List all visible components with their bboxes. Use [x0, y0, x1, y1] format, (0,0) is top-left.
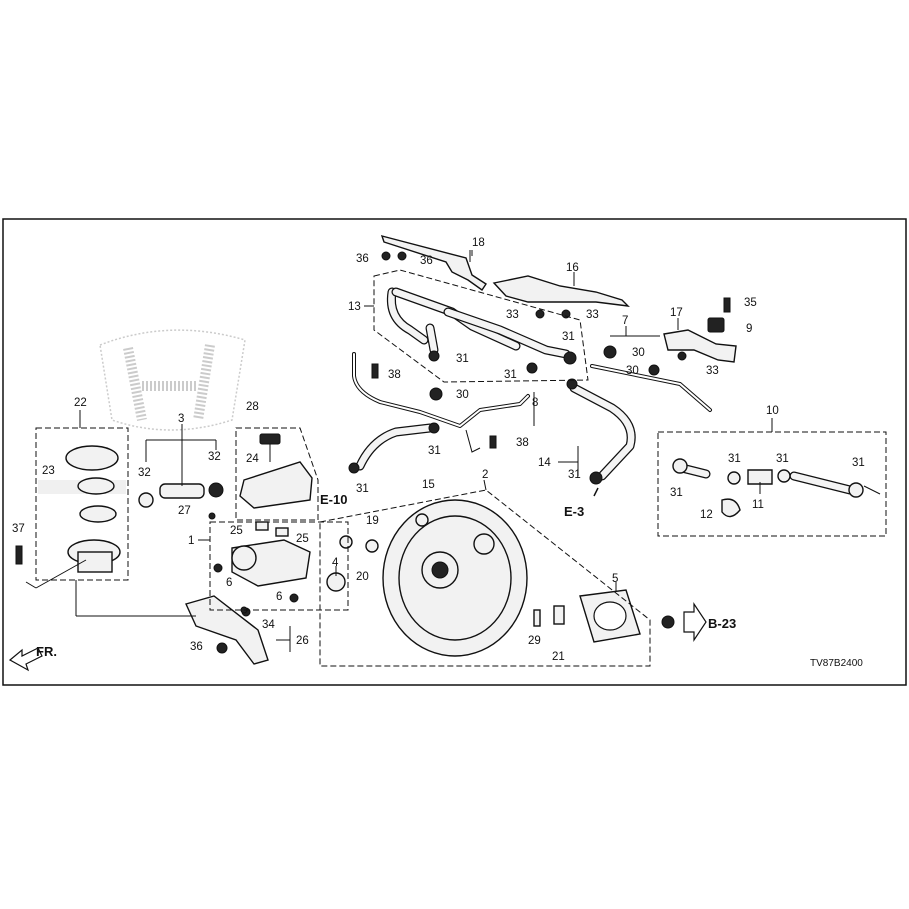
- callout-31[interactable]: 31: [356, 483, 369, 495]
- hose-assembly-10[interactable]: [672, 458, 864, 518]
- callout-33[interactable]: 33: [706, 365, 719, 377]
- callout-22[interactable]: 22: [74, 397, 87, 409]
- hose-13[interactable]: [386, 287, 571, 359]
- callout-4[interactable]: 4: [332, 557, 339, 569]
- callout-31[interactable]: 31: [852, 457, 865, 469]
- callout-1[interactable]: 1: [188, 535, 194, 547]
- callout-31[interactable]: 31: [504, 369, 517, 381]
- callout-28[interactable]: 28: [246, 401, 259, 413]
- callout-36[interactable]: 36: [356, 253, 369, 265]
- hose-3[interactable]: [138, 482, 224, 508]
- callout-3[interactable]: 3: [178, 413, 184, 425]
- callout-29[interactable]: 29: [528, 635, 541, 647]
- callout-30[interactable]: 30: [456, 389, 469, 401]
- callout-33[interactable]: 33: [506, 309, 519, 321]
- callout-31[interactable]: 31: [776, 453, 789, 465]
- bracket-16[interactable]: [492, 275, 630, 307]
- callout-32[interactable]: 32: [208, 451, 221, 463]
- arrow-right-icon: [683, 602, 707, 642]
- brake-booster-2[interactable]: [382, 499, 528, 657]
- bracket-18[interactable]: [380, 234, 487, 291]
- callout-30[interactable]: 30: [626, 365, 639, 377]
- master-cylinder-1[interactable]: [213, 521, 353, 603]
- group-box-28: [235, 427, 319, 521]
- callout-labels: 18 16 36 36 13 33 33 31 31 31 38 30 8 38…: [12, 237, 865, 663]
- cap-assembly-22[interactable]: [65, 445, 121, 573]
- callout-2[interactable]: 2: [482, 469, 488, 481]
- callout-31[interactable]: 31: [670, 487, 683, 499]
- callout-10[interactable]: 10: [766, 405, 779, 417]
- callout-6[interactable]: 6: [276, 591, 282, 603]
- leader-lines: [25, 250, 881, 652]
- callout-16[interactable]: 16: [566, 262, 579, 274]
- callout-6[interactable]: 6: [226, 577, 232, 589]
- callout-31[interactable]: 31: [456, 353, 469, 365]
- callout-25[interactable]: 25: [230, 525, 243, 537]
- hose-15[interactable]: [355, 423, 435, 471]
- callout-33[interactable]: 33: [586, 309, 599, 321]
- ref-e3[interactable]: E-3: [564, 487, 599, 519]
- ref-e10-label[interactable]: E-10: [320, 492, 347, 507]
- callout-7[interactable]: 7: [622, 315, 628, 327]
- callout-31[interactable]: 31: [568, 469, 581, 481]
- callout-35[interactable]: 35: [744, 297, 757, 309]
- ref-e3-label[interactable]: E-3: [564, 504, 584, 519]
- callout-31[interactable]: 31: [728, 453, 741, 465]
- callout-15[interactable]: 15: [422, 479, 435, 491]
- hose-14[interactable]: [569, 383, 636, 481]
- bracket-17[interactable]: [663, 317, 737, 363]
- callout-5[interactable]: 5: [612, 573, 618, 585]
- callout-12[interactable]: 12: [700, 509, 713, 521]
- gasket-5[interactable]: [579, 589, 641, 643]
- callout-19[interactable]: 19: [366, 515, 379, 527]
- group-box-1: [209, 521, 349, 611]
- callout-9[interactable]: 9: [746, 323, 752, 335]
- group-box-2: [319, 489, 651, 667]
- callout-21[interactable]: 21: [552, 651, 565, 663]
- diagram-code: TV87B2400: [810, 658, 863, 669]
- callout-34[interactable]: 34: [262, 619, 275, 631]
- front-direction-indicator: FR.: [8, 644, 57, 672]
- callout-38[interactable]: 38: [388, 369, 401, 381]
- group-box-10: [657, 431, 887, 537]
- pipe-7[interactable]: [590, 364, 712, 412]
- callout-17[interactable]: 17: [670, 307, 683, 319]
- callout-13[interactable]: 13: [348, 301, 361, 313]
- callout-27[interactable]: 27: [178, 505, 191, 517]
- callout-38[interactable]: 38: [516, 437, 529, 449]
- callout-32[interactable]: 32: [138, 467, 151, 479]
- callout-20[interactable]: 20: [356, 571, 369, 583]
- pipe-8[interactable]: [352, 352, 530, 453]
- callout-18[interactable]: 18: [472, 237, 485, 249]
- callout-36[interactable]: 36: [420, 255, 433, 267]
- reservoir-28[interactable]: [239, 433, 313, 509]
- callout-31[interactable]: 31: [562, 331, 575, 343]
- ref-b23-label[interactable]: B-23: [708, 616, 736, 631]
- callout-30[interactable]: 30: [632, 347, 645, 359]
- group-box-22: [35, 427, 129, 581]
- front-label: FR.: [36, 644, 57, 659]
- diagram-frame: [2, 218, 907, 686]
- callout-36[interactable]: 36: [190, 641, 203, 653]
- callout-26[interactable]: 26: [296, 635, 309, 647]
- fasteners: [15, 251, 731, 654]
- callout-37[interactable]: 37: [12, 523, 25, 535]
- callout-11[interactable]: 11: [752, 499, 764, 511]
- bracket-26[interactable]: [185, 595, 269, 665]
- ref-b23[interactable]: B-23: [683, 602, 736, 642]
- ref-e10[interactable]: E-10: [320, 492, 347, 507]
- group-box-13: [373, 269, 589, 383]
- callout-25[interactable]: 25: [296, 533, 309, 545]
- callout-24[interactable]: 24: [246, 453, 259, 465]
- callout-31[interactable]: 31: [428, 445, 441, 457]
- callout-8[interactable]: 8: [532, 397, 538, 409]
- callout-14[interactable]: 14: [538, 457, 551, 469]
- front-arrow-icon: [8, 647, 43, 672]
- callout-23[interactable]: 23: [42, 465, 55, 477]
